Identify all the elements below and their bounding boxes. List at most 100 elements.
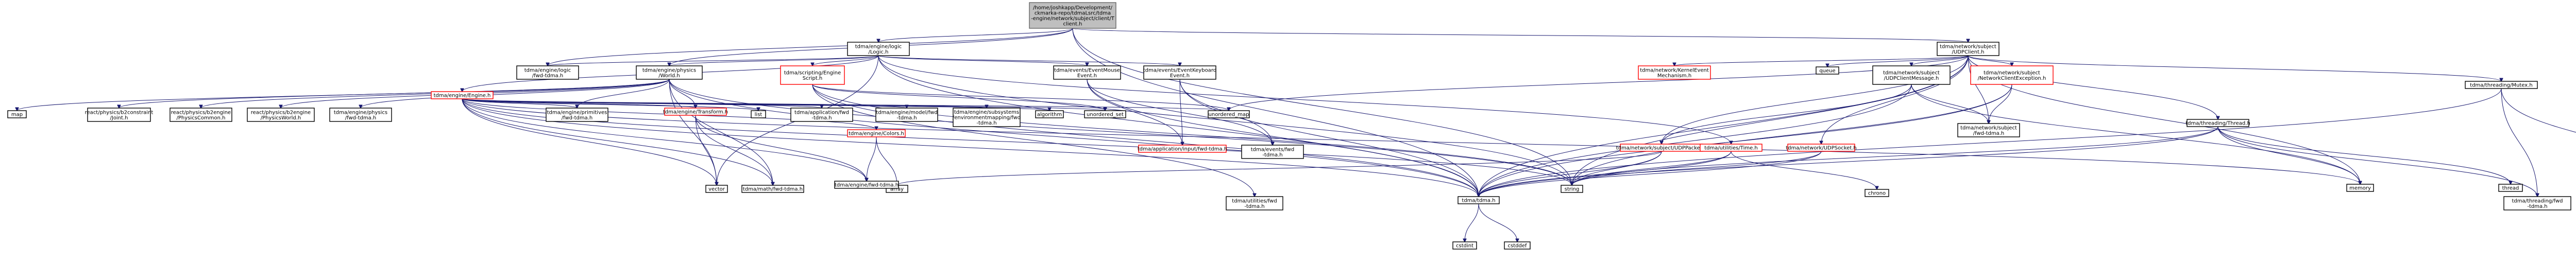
node-threadingfwd[interactable]: tdma/threading/fwd-tdma.h	[2503, 196, 2571, 210]
node-chrono-label-0: chrono	[1868, 191, 1886, 197]
node-modelfwd-label-1: -tdma.h	[896, 115, 917, 121]
node-vector[interactable]: vector	[705, 185, 728, 193]
node-transform-box	[664, 108, 727, 116]
edge-logic-to-mouse	[878, 55, 1087, 66]
edge-scriptengine-to-utilfwd	[812, 84, 1255, 197]
node-subjectclient[interactable]: tdma/network/subject/UDPClient.h	[1937, 42, 1999, 56]
edge-udpsocket-to-string	[1572, 151, 1822, 185]
node-b2constraint[interactable]: react/physics/b2constraint/Joint.h	[85, 108, 154, 122]
node-keyboard-box	[1143, 65, 1216, 80]
node-subjectclient-box	[1937, 42, 1999, 56]
edge-physworld-to-tdmah	[669, 79, 1479, 197]
node-udpsocket[interactable]: tdma/network/UDPSocket.h	[1786, 144, 1857, 152]
edge-root-to-tdmah	[1072, 28, 1479, 197]
node-clientexc[interactable]: tdma/network/subject/NetworkClientExcept…	[1970, 65, 2054, 85]
node-string[interactable]: string	[1561, 185, 1583, 193]
node-b2world[interactable]: react/physics/b2engine/PhysicsWorld.h	[247, 108, 315, 122]
node-time[interactable]: tdma/utilities/Time.h	[1700, 144, 1762, 152]
edge-subjectclient-to-clientexc	[1968, 55, 2012, 66]
node-algorithm[interactable]: algorithm	[1035, 110, 1064, 118]
node-unorderedset[interactable]: unordered_set	[1084, 110, 1126, 118]
node-subjectclient-label-0: tdma/network/subject	[1940, 44, 1996, 49]
node-pthread[interactable]: thread	[2498, 184, 2523, 192]
node-logicfwd-label-0: tdma/engine/logic	[524, 67, 571, 73]
node-chrono[interactable]: chrono	[1865, 189, 1889, 197]
node-list[interactable]: list	[751, 110, 766, 118]
node-queue[interactable]: queue	[1816, 66, 1839, 75]
dependency-edges	[17, 28, 2576, 242]
node-keyboard-label-1: Event.h	[1170, 73, 1190, 79]
node-utilfwd-label-1: -tdma.h	[1244, 204, 1264, 209]
edge-scriptengine-to-string	[812, 84, 1572, 185]
node-logic[interactable]: tdma/engine/logic/Logic.h	[847, 42, 910, 56]
edge-time-to-tdmah	[1479, 151, 1732, 197]
node-colors-box	[847, 129, 906, 137]
node-eventsfwd-label-0: tdma/events/fwd	[1251, 147, 1294, 152]
node-udppacket[interactable]: tdma/network/subject/UDPPacket.h	[1616, 144, 1707, 152]
node-logic-label-0: tdma/engine/logic	[855, 44, 902, 49]
node-physfwd[interactable]: tdma/engine/physics/fwd-tdma.h	[329, 108, 392, 122]
node-unorderedmap[interactable]: unordered_map	[1208, 110, 1250, 118]
node-logicfwd[interactable]: tdma/engine/logic/fwd-tdma.h	[516, 65, 579, 80]
node-root[interactable]: /home/joshkapp/Development/ckmarka-repo/…	[1029, 2, 1116, 29]
node-map-box	[7, 110, 27, 118]
node-envmapping-box	[953, 108, 1021, 127]
node-mutex[interactable]: tdma/threading/Mutex.h	[2465, 81, 2538, 89]
node-enginefwd[interactable]: tdma/engine/fwd-tdma.h	[834, 181, 899, 189]
node-root-box	[1029, 2, 1116, 29]
node-thread[interactable]: tdma/threading/Thread.h	[2185, 119, 2250, 127]
edge-logic-to-time	[878, 55, 1731, 144]
node-root-label-0: /home/joshkapp/Development/	[1033, 5, 1113, 11]
node-eventsfwd[interactable]: tdma/events/fwd-tdma.h	[1241, 145, 1304, 159]
node-map[interactable]: map	[7, 110, 27, 118]
edge-thread-to-threadingfwd	[2217, 126, 2537, 197]
edge-mouse-to-appinputfwd	[1087, 79, 1182, 145]
node-appfwd[interactable]: tdma/application/fwd-tdma.h	[790, 108, 853, 122]
edge-logic-to-logicfwd	[548, 55, 879, 66]
node-physworld[interactable]: tdma/engine/physics/World.h	[636, 65, 703, 80]
node-memory-box	[2346, 184, 2374, 192]
node-physworld-box	[636, 65, 703, 80]
edge-subjectclient-to-queue	[1827, 55, 1969, 67]
node-colors[interactable]: tdma/engine/Colors.h	[847, 129, 906, 137]
edge-colors-to-enginefwd	[867, 136, 877, 181]
node-envmapping-label-0: tdma/engine/subsystems	[954, 110, 1019, 115]
node-engine[interactable]: tdma/engine/Engine.h	[431, 91, 494, 99]
node-msgclient[interactable]: tdma/network/subject/UDPClientMessage.h	[1872, 65, 1951, 85]
node-scriptengine-box	[780, 65, 845, 85]
node-modelfwd[interactable]: tdma/engine/model/fwd-tdma.h	[875, 108, 938, 122]
node-kernelevent-label-0: tdma/network/KernelEvent	[1640, 67, 1709, 73]
node-cstddef[interactable]: cstddef	[1504, 241, 1531, 250]
node-mathfwd[interactable]: tdma/math/fwd-tdma.h	[741, 185, 804, 193]
node-tdmah[interactable]: tdma/tdma.h	[1458, 196, 1500, 204]
node-transform[interactable]: tdma/engine/Transform.h	[663, 108, 728, 116]
node-eventsfwd-label-1: -tdma.h	[1262, 152, 1282, 158]
node-envmapping[interactable]: tdma/engine/subsystems/environmentmappin…	[953, 108, 1021, 127]
node-memory[interactable]: memory	[2346, 184, 2374, 192]
node-threadingfwd-box	[2503, 196, 2571, 210]
edge-udppacket-to-tdmah	[1479, 151, 1662, 197]
node-appinputfwd[interactable]: tdma/application/input/fwd-tdma.h	[1138, 145, 1227, 153]
node-kernelevent-box	[1638, 65, 1711, 80]
node-scriptengine-label-0: tdma/scripting/Engine	[784, 70, 841, 76]
node-b2common[interactable]: react/physics/b2engine/PhysicsCommon.h	[170, 108, 232, 122]
node-appfwd-label-0: tdma/application/fwd	[794, 110, 849, 115]
edge-time-to-chrono	[1731, 151, 1877, 189]
node-udpfwd[interactable]: tdma/network/subject/fwd-tdma.h	[1957, 123, 2020, 137]
node-cstdint[interactable]: cstdint	[1452, 241, 1477, 250]
node-b2constraint-box	[87, 108, 151, 122]
edge-mutex-to-threadingfwd	[2501, 88, 2537, 197]
node-primfwd[interactable]: tdma/engine/primitives/fwd-tdma.h	[546, 108, 608, 122]
node-envmapping-label-1: /environmentmapping/fwd	[953, 115, 1021, 121]
edge-udppacket-to-string	[1572, 151, 1662, 185]
node-root-label-1: ckmarka-repo/tdmaLsrc/tdma	[1035, 10, 1111, 16]
node-time-box	[1700, 144, 1762, 152]
edge-subjectclient-to-unorderedmap	[1229, 55, 1969, 111]
node-utilfwd[interactable]: tdma/utilities/fwd-tdma.h	[1226, 196, 1283, 210]
edge-physworld-to-string	[669, 79, 1572, 185]
edge-logic-to-string	[878, 55, 1572, 185]
